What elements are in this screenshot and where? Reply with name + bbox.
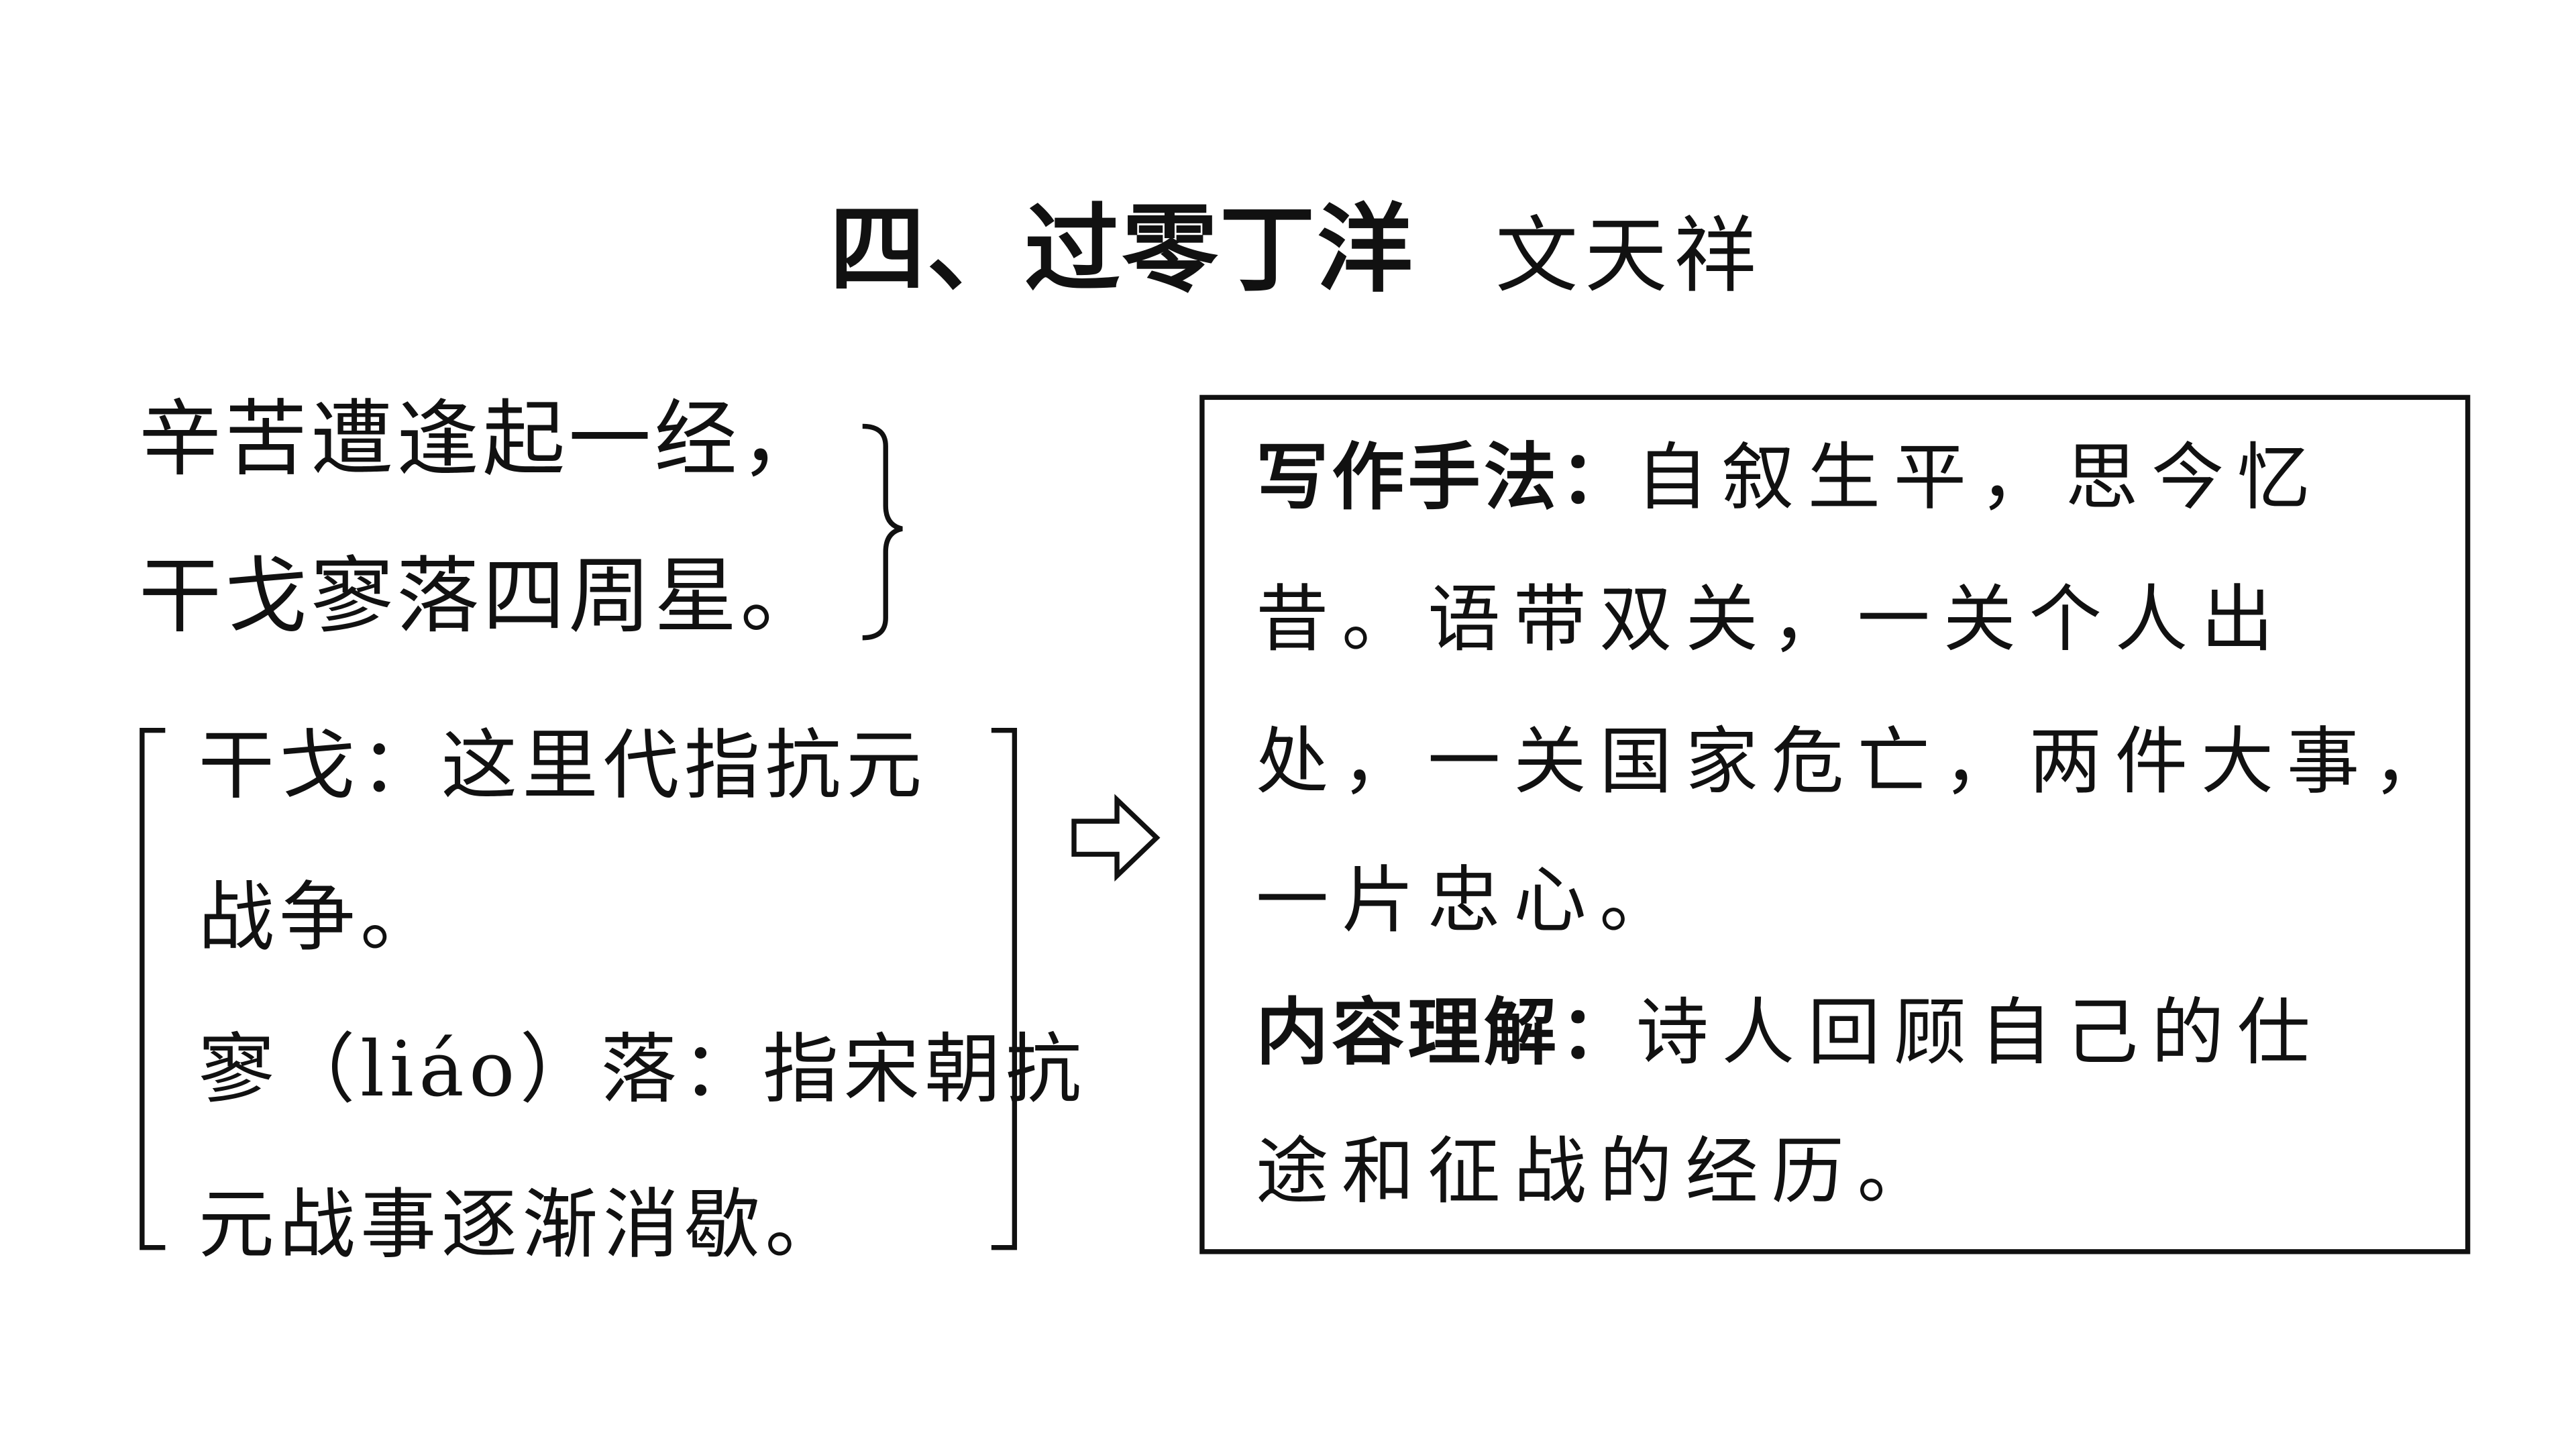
technique-label: 写作手法： (1255, 436, 1636, 521)
right-arrow-icon (1071, 794, 1161, 882)
technique-text: 自叙生平，思今忆 (1635, 436, 2324, 521)
annotation-line: 干戈：这里代指抗元 (198, 720, 927, 810)
poem-author: 文天祥 (1495, 208, 1764, 305)
annotation-line: 元战事逐渐消歇。 (198, 1179, 847, 1269)
annotation-line: 战争。 (198, 872, 441, 962)
poem-line: 干戈寥落四周星。 (138, 548, 826, 645)
poem-title: 四、过零丁洋 (829, 193, 1415, 306)
technique-line: 写作手法：自叙生平，思今忆 (1256, 442, 2323, 515)
annotation-line: 寥（liáo）落：指宋朝抗 (198, 1024, 1087, 1114)
technique-line: 一片忠心。 (1255, 859, 1686, 944)
content-label: 内容理解： (1255, 991, 1636, 1076)
analysis-box (1199, 394, 2471, 1254)
technique-line: 处，一关国家危亡，两件大事， (1255, 720, 2459, 805)
left-bracket (140, 727, 166, 1250)
right-bracket (991, 727, 1018, 1250)
content-line: 内容理解：诗人回顾自己的仕 (1256, 997, 2323, 1071)
content-text: 诗人回顾自己的仕 (1635, 991, 2324, 1076)
technique-line: 昔。语带双关，一关个人出 (1255, 578, 2287, 663)
poem-line: 辛苦遭逢起一经， (138, 391, 826, 488)
right-brace-icon (862, 423, 903, 641)
content-line: 途和征战的经历。 (1255, 1130, 1943, 1215)
